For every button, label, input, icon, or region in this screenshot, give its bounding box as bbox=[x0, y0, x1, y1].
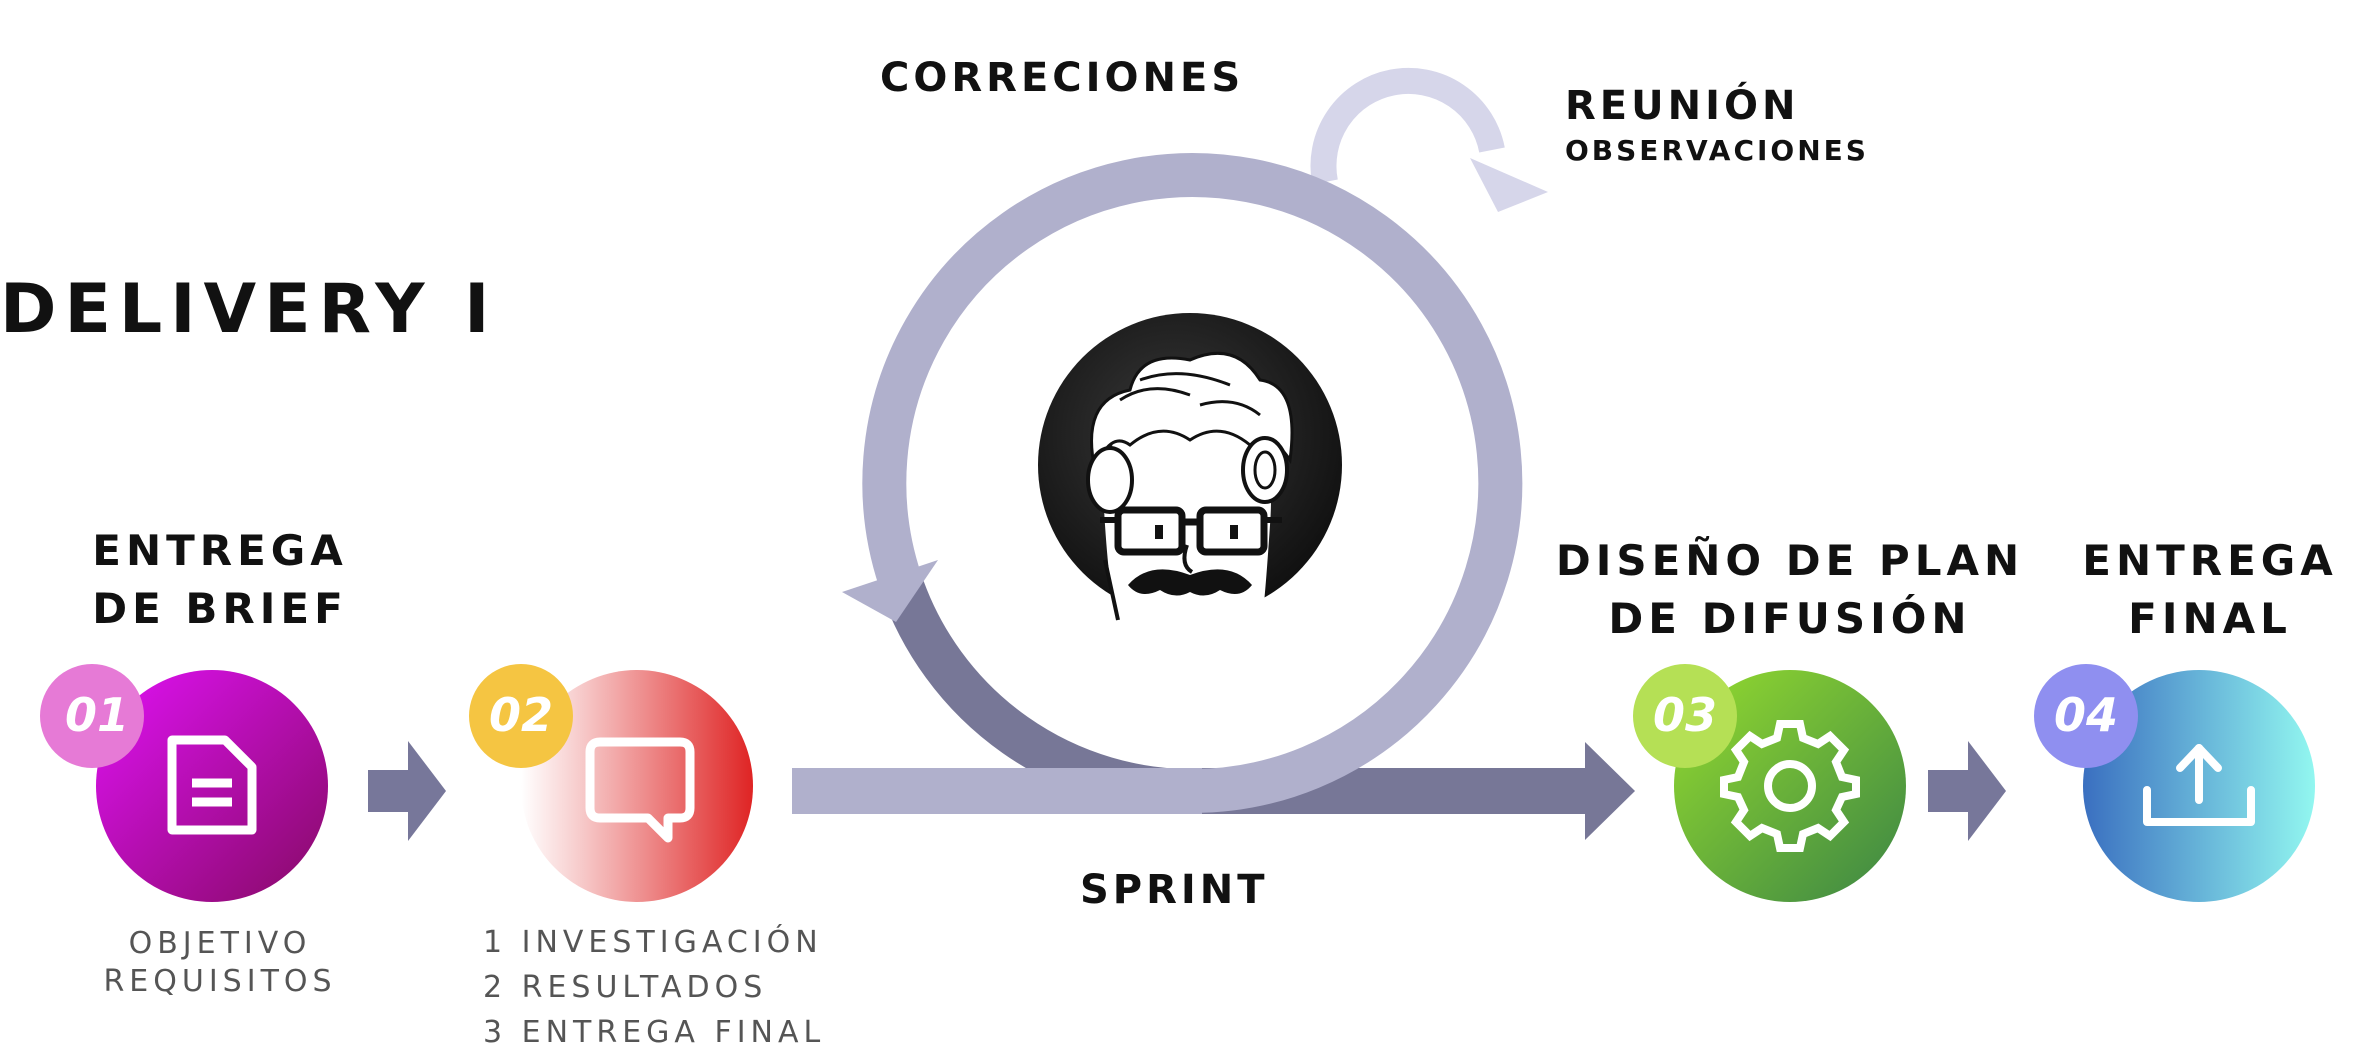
step-arrow-3 bbox=[1928, 741, 2006, 841]
meeting-loop-arrow bbox=[1310, 68, 1548, 212]
step-01-badge-number: 01 bbox=[64, 688, 129, 742]
meeting-label: REUNIÓN bbox=[1565, 83, 1800, 129]
speech-bubble-icon bbox=[585, 737, 695, 843]
step-02-badge-number: 02 bbox=[488, 688, 553, 742]
step-circle-02 bbox=[469, 664, 753, 902]
step-circle-03 bbox=[1633, 664, 1906, 902]
step-02-notes: 1 INVESTIGACIÓN 2 RESULTADOS 3 ENTREGA F… bbox=[483, 925, 826, 1050]
mascot-avatar bbox=[1038, 313, 1342, 621]
sprint-loop bbox=[792, 153, 1635, 840]
sprint-label: SPRINT bbox=[1080, 867, 1269, 913]
step-04-title: ENTREGA FINAL bbox=[2082, 536, 2338, 643]
corrections-label: CORRECIONES bbox=[880, 55, 1245, 101]
step-arrow-1 bbox=[368, 741, 446, 841]
observations-label: OBSERVACIONES bbox=[1565, 134, 1869, 167]
document-icon bbox=[167, 735, 257, 835]
step-01-title: ENTREGA DE BRIEF bbox=[92, 526, 348, 633]
step-04-badge-number: 04 bbox=[2053, 688, 2118, 742]
page-title: DELIVERY I bbox=[0, 270, 498, 349]
step-01-notes: OBJETIVO REQUISITOS bbox=[103, 926, 337, 999]
step-03-title: DISEÑO DE PLAN DE DIFUSIÓN bbox=[1555, 536, 2025, 643]
step-03-badge-number: 03 bbox=[1652, 688, 1717, 742]
upload-icon bbox=[2143, 744, 2255, 826]
gear-icon bbox=[1720, 720, 1860, 852]
